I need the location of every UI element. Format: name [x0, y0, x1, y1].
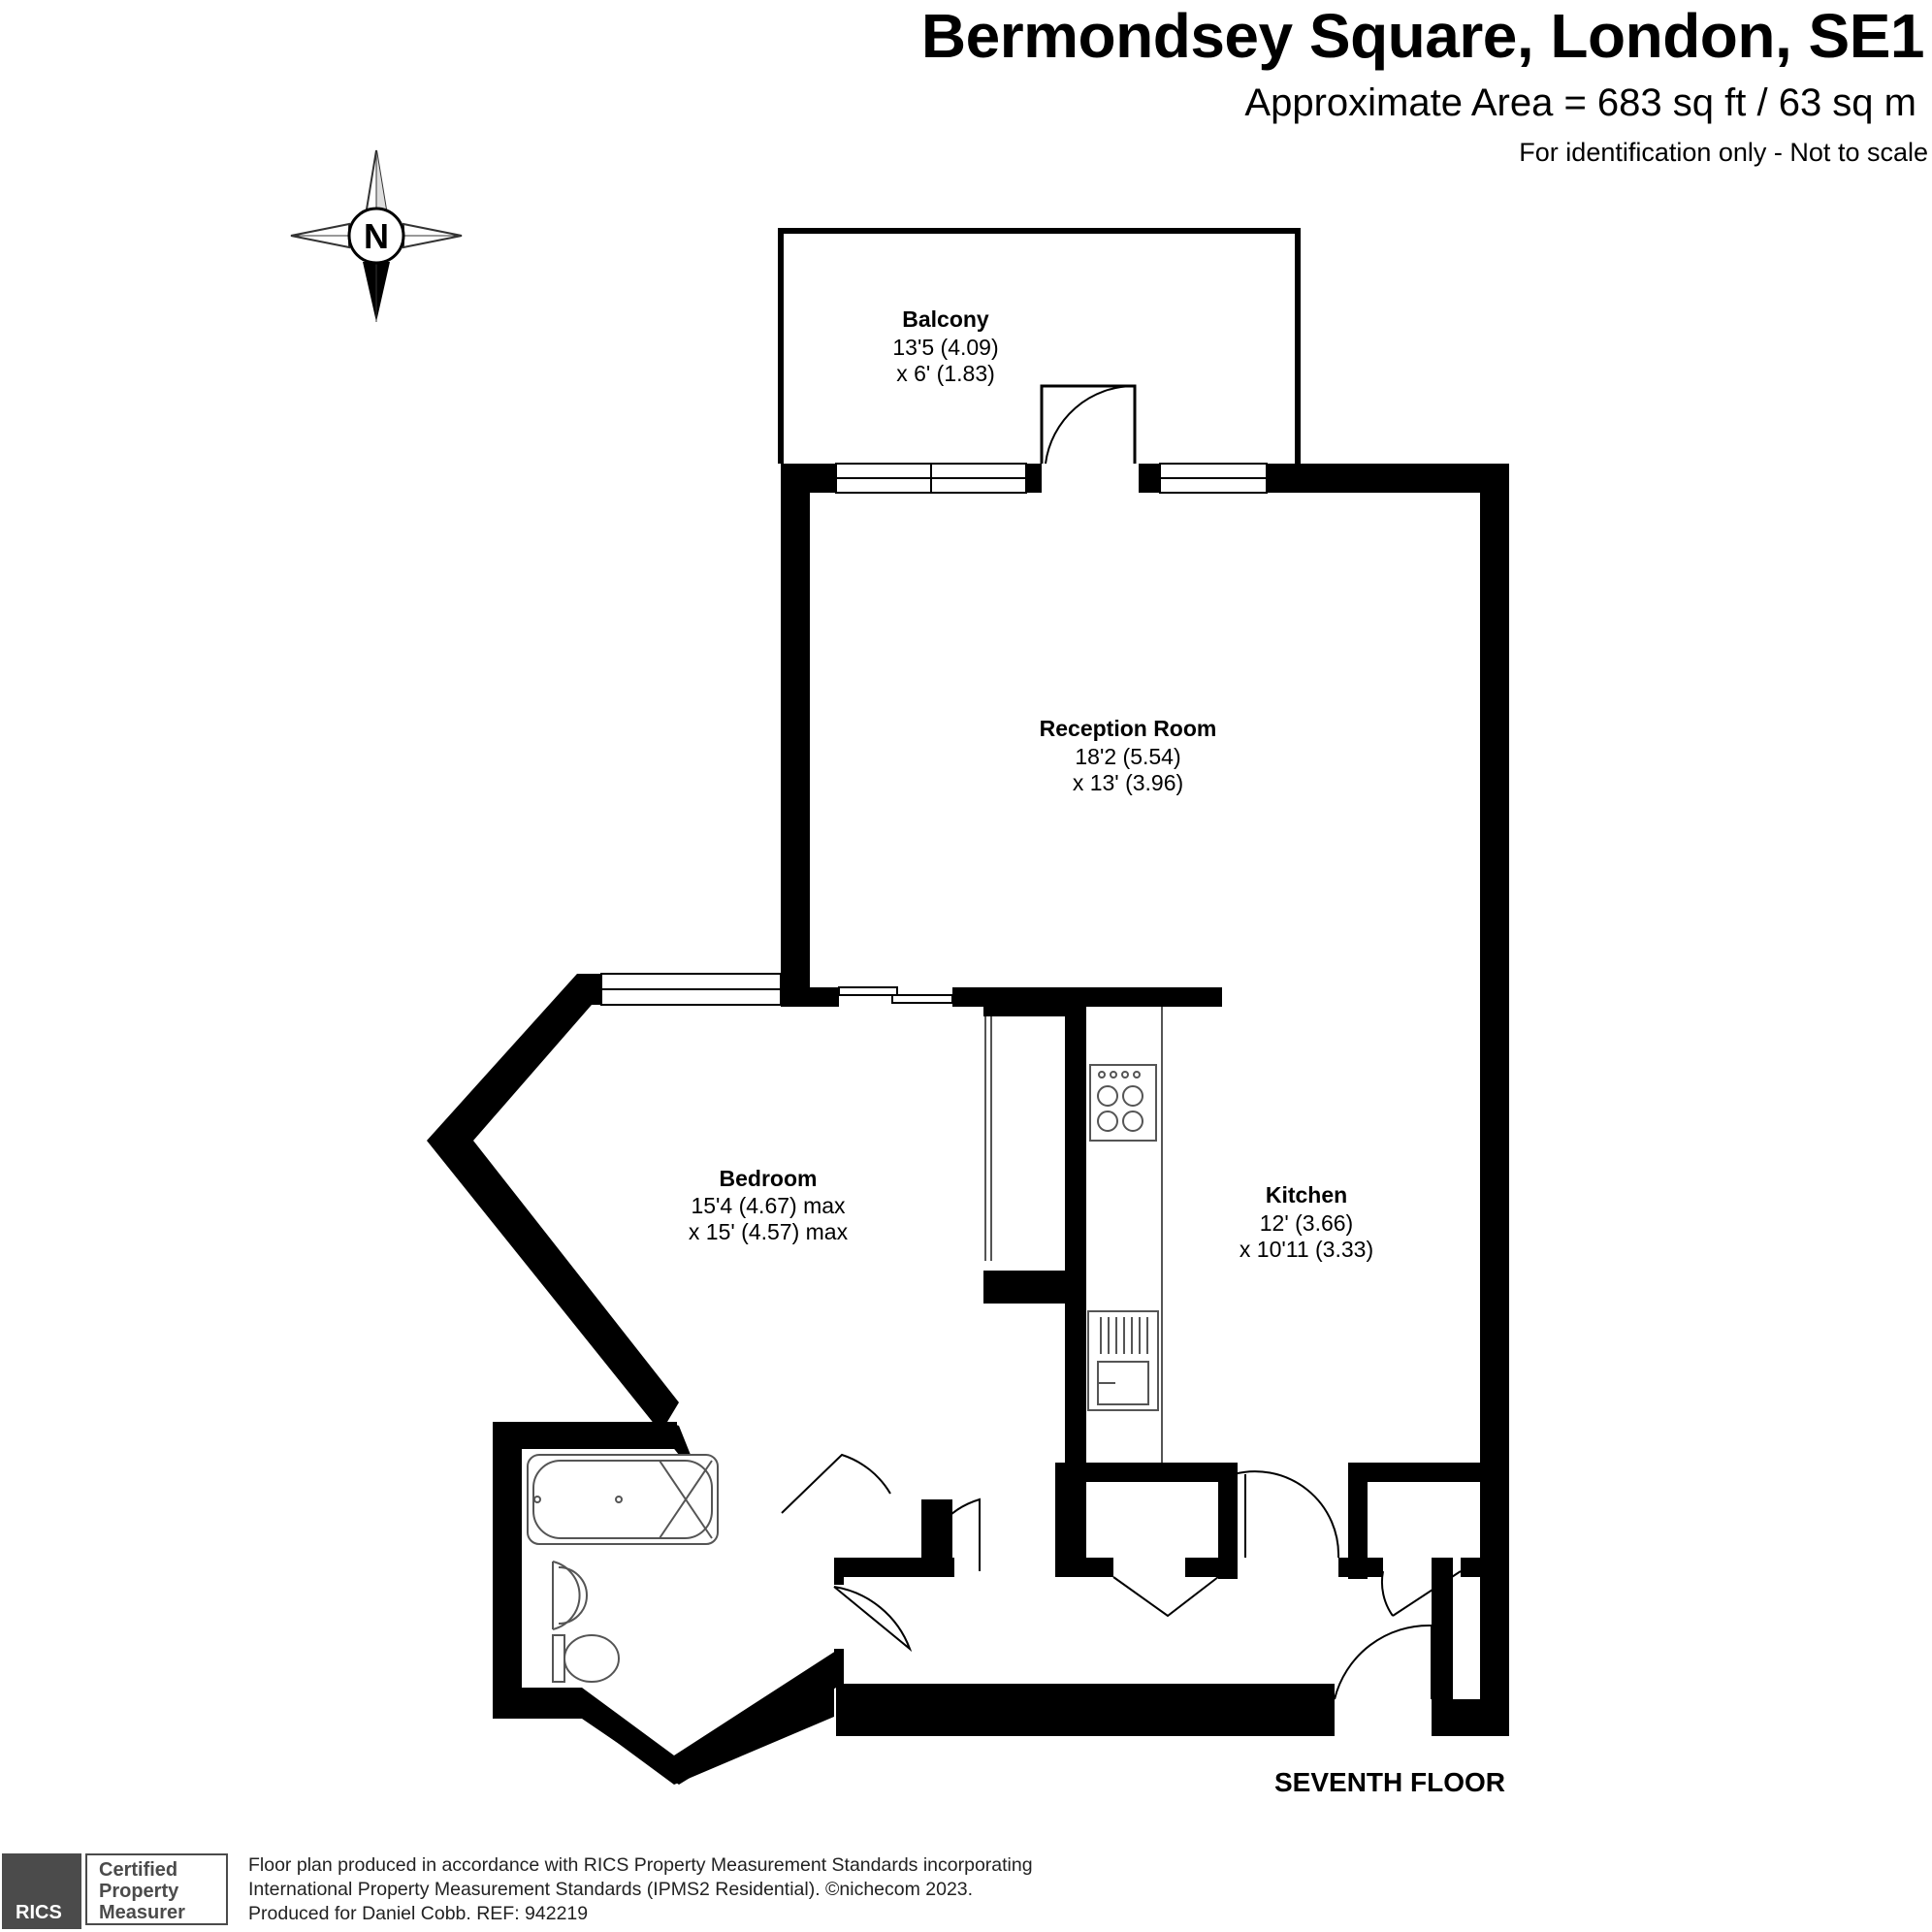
balcony-door [1040, 384, 1137, 464]
reception-dim1: 18'2 (5.54) [1075, 744, 1180, 769]
kitchen-counter [1087, 1007, 1163, 1463]
bathroom-fixtures [527, 1454, 719, 1683]
reception-label: Reception Room [1040, 716, 1217, 741]
compass-north-label: N [364, 216, 389, 256]
sink-icon [1087, 1310, 1159, 1411]
bedroom-dim2: x 15' (4.57) max [689, 1219, 849, 1244]
doors [781, 1453, 1462, 1700]
basin-icon [552, 1561, 588, 1630]
bedroom-label: Bedroom [720, 1166, 818, 1191]
floor-label: SEVENTH FLOOR [1274, 1767, 1506, 1797]
certified-measurer-box: Certified Property Measurer [85, 1853, 228, 1925]
kitchen-dim2: x 10'11 (3.33) [1240, 1237, 1373, 1262]
footer-line1: Floor plan produced in accordance with R… [248, 1854, 1033, 1876]
balcony-label: Balcony [902, 306, 989, 332]
balcony-dim1: 13'5 (4.09) [892, 335, 998, 360]
wardrobe [984, 1016, 992, 1261]
badge-line2: Property [99, 1881, 179, 1902]
toilet-icon [552, 1634, 620, 1683]
disclaimer-text: For identification only - Not to scale [1519, 138, 1928, 167]
windows [600, 463, 1268, 1006]
compass-icon: N [290, 149, 463, 322]
rics-badge: RICS Certified Property Measurer [2, 1853, 232, 1929]
rics-logo: RICS [2, 1853, 81, 1929]
balcony-outline [778, 228, 1301, 464]
bedroom-dim1: 15'4 (4.67) max [691, 1193, 846, 1218]
badge-line1: Certified [99, 1859, 178, 1881]
badge-line3: Measurer [99, 1902, 185, 1923]
walls [427, 464, 1509, 1785]
kitchen-label: Kitchen [1266, 1182, 1347, 1208]
page-title: Bermondsey Square, London, SE1 [920, 1, 1925, 71]
hob-icon [1089, 1064, 1157, 1142]
rics-brand: RICS [16, 1902, 62, 1923]
footer-line3: Produced for Daniel Cobb. REF: 942219 [248, 1903, 589, 1924]
footer-line2: International Property Measurement Stand… [248, 1879, 974, 1900]
kitchen-dim1: 12' (3.66) [1260, 1210, 1353, 1236]
balcony-dim2: x 6' (1.83) [896, 361, 995, 386]
area-text: Approximate Area = 683 sq ft / 63 sq m [1244, 81, 1916, 124]
reception-dim2: x 13' (3.96) [1073, 770, 1183, 795]
footer-text: Floor plan produced in accordance with R… [248, 1853, 1033, 1926]
bathtub-icon [527, 1454, 719, 1545]
